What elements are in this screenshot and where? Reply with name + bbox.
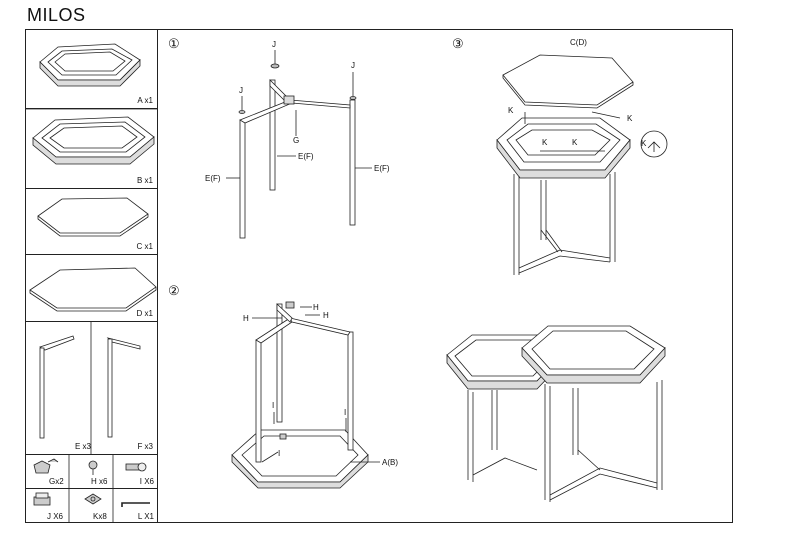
callout-j-2: J bbox=[239, 86, 243, 95]
step-3-number: ③ bbox=[452, 36, 464, 51]
part-b-drawing bbox=[32, 116, 155, 165]
part-h-label: H x6 bbox=[91, 477, 108, 486]
step-1-number: ① bbox=[168, 36, 180, 51]
part-e-drawing bbox=[39, 335, 75, 439]
callout-k-4: K bbox=[572, 138, 578, 147]
part-a-drawing bbox=[39, 43, 141, 87]
part-j-drawing bbox=[33, 492, 51, 506]
part-c-cell: C x1 bbox=[25, 189, 157, 255]
part-jkl-cell: J X6 Kx8 L X1 bbox=[25, 489, 157, 523]
callout-k-2: K bbox=[627, 114, 633, 123]
callout-ef-3: E(F) bbox=[374, 164, 390, 173]
part-h-drawing bbox=[88, 460, 98, 475]
callout-h-3: H bbox=[323, 311, 329, 320]
part-c-label: C x1 bbox=[136, 242, 153, 251]
callout-k-5: K bbox=[641, 139, 647, 148]
callout-j-1: J bbox=[272, 40, 276, 49]
part-ghi-cell: Gx2 H x6 I X6 bbox=[25, 455, 157, 489]
callout-i-2: I bbox=[344, 408, 347, 417]
callout-i-3: I bbox=[278, 449, 281, 458]
part-f-drawing bbox=[106, 337, 141, 438]
part-f-label: F x3 bbox=[137, 442, 153, 451]
part-b-cell: B x1 bbox=[25, 109, 157, 189]
part-a-label: A x1 bbox=[137, 96, 153, 105]
part-a-cell: A x1 bbox=[25, 29, 157, 109]
part-b-label: B x1 bbox=[136, 176, 153, 185]
part-i-drawing bbox=[125, 462, 147, 472]
callout-g: G bbox=[293, 136, 300, 145]
callout-h-2: H bbox=[313, 303, 319, 312]
part-c-drawing bbox=[37, 197, 149, 237]
part-k-label: Kx8 bbox=[93, 512, 107, 521]
callout-k-1: K bbox=[508, 106, 514, 115]
instruction-frame bbox=[25, 29, 733, 523]
part-l-label: L X1 bbox=[137, 512, 154, 521]
part-d-drawing bbox=[29, 267, 157, 312]
callout-h-1: H bbox=[243, 314, 249, 323]
callout-ef-2: E(F) bbox=[298, 152, 314, 161]
callout-k-3: K bbox=[542, 138, 548, 147]
callout-ef-1: E(F) bbox=[205, 174, 221, 183]
part-d-label: D x1 bbox=[136, 309, 153, 318]
final-assembly-drawing bbox=[446, 325, 666, 502]
part-g-drawing bbox=[33, 458, 59, 474]
part-k-drawing bbox=[84, 493, 102, 505]
step-2-drawing bbox=[231, 301, 380, 489]
product-title: MILOS bbox=[27, 5, 86, 25]
part-g-label: Gx2 bbox=[49, 477, 64, 486]
callout-cd: C(D) bbox=[570, 38, 587, 47]
part-i-label: I X6 bbox=[139, 477, 154, 486]
callout-i-1: I bbox=[272, 401, 275, 410]
step-1-drawing bbox=[226, 50, 372, 239]
part-j-label: J X6 bbox=[47, 512, 64, 521]
callout-ab: A(B) bbox=[382, 458, 398, 467]
callout-j-3: J bbox=[351, 61, 355, 70]
step-2-number: ② bbox=[168, 283, 180, 298]
part-e-label: E x3 bbox=[75, 442, 92, 451]
step-3-drawing bbox=[496, 54, 668, 275]
part-l-drawing bbox=[121, 502, 150, 507]
part-d-cell: D x1 bbox=[25, 255, 157, 322]
